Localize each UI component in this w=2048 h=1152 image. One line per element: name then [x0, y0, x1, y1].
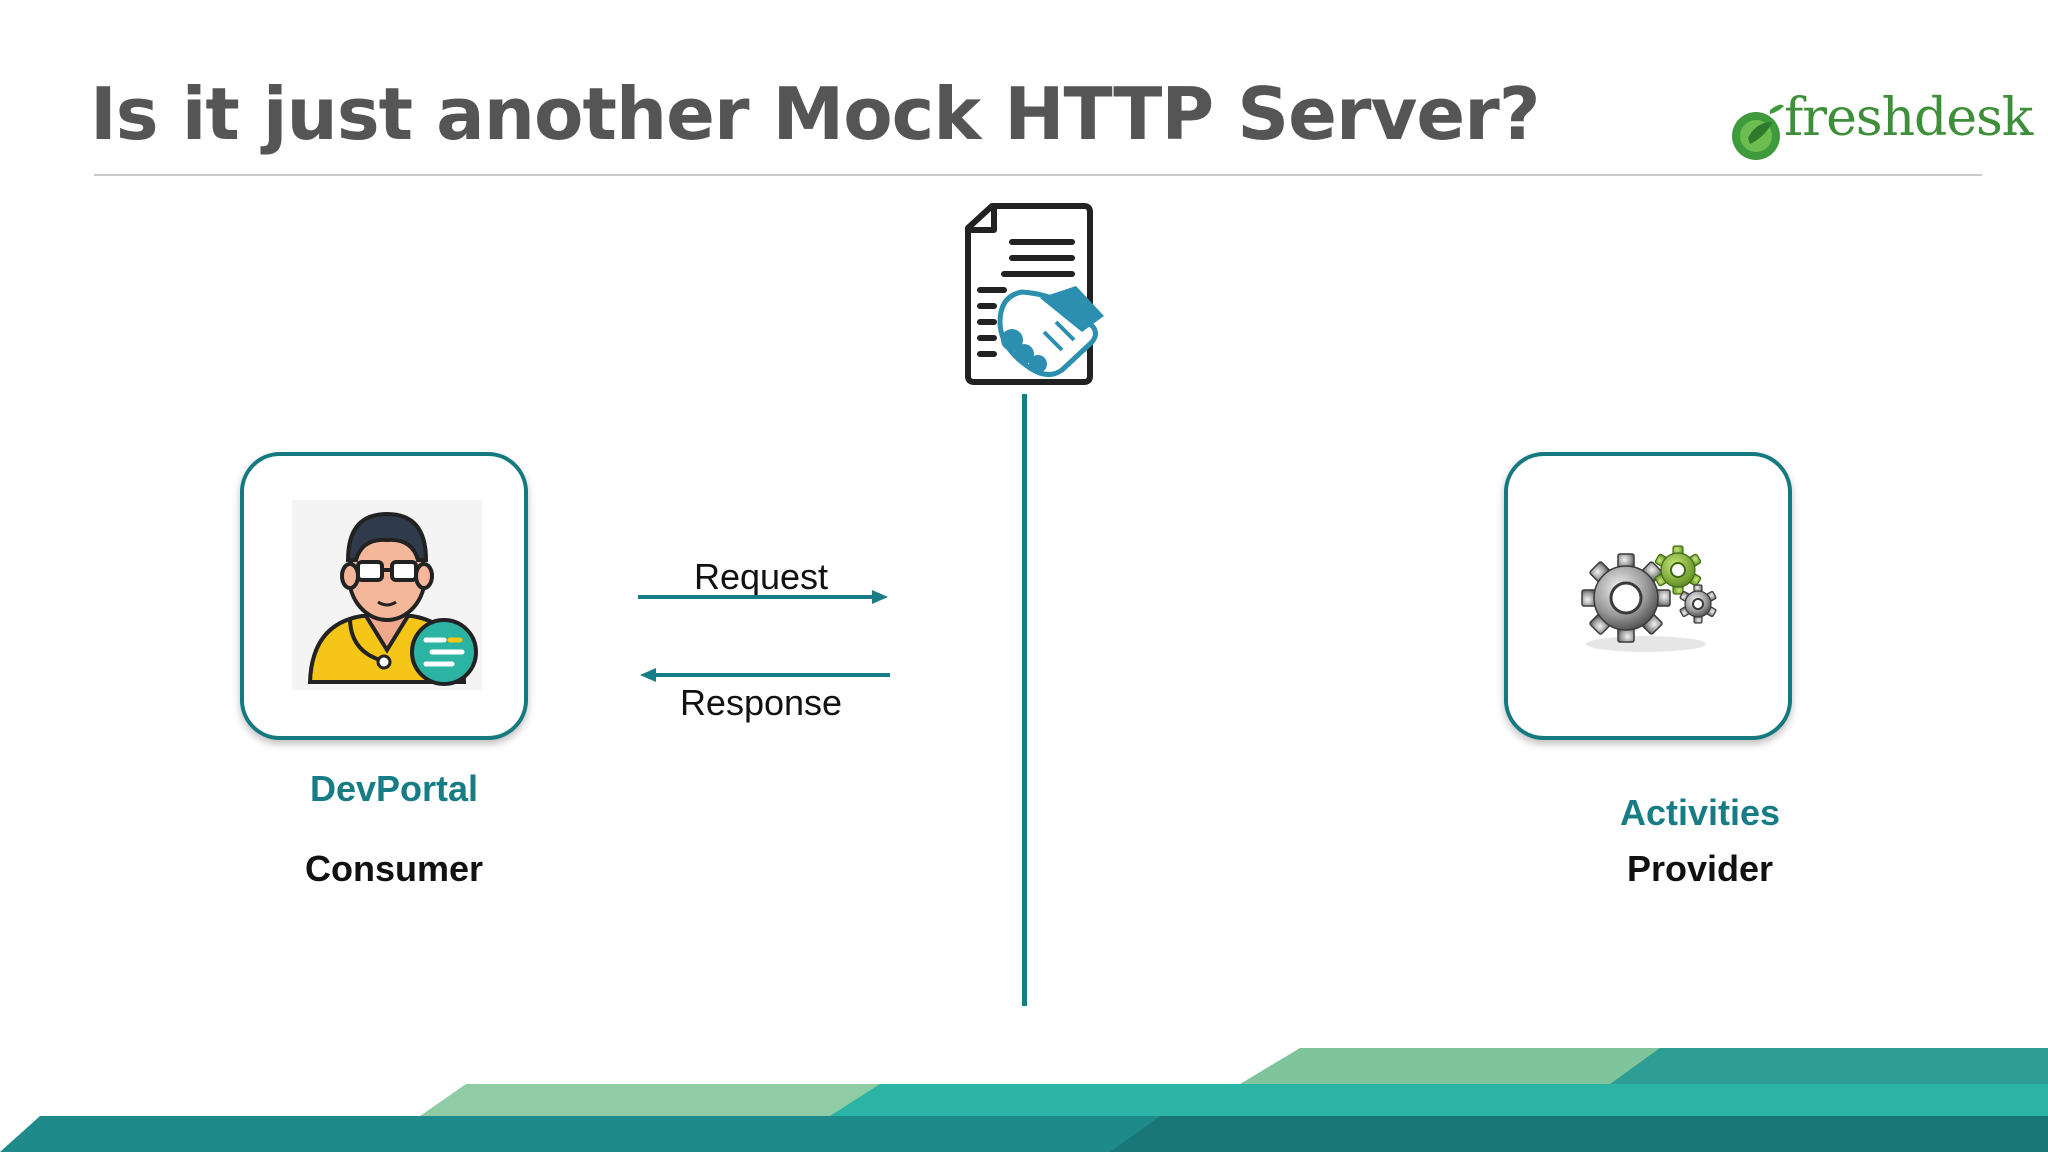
provider-name: Activities [1619, 792, 1781, 833]
consumer-box [240, 452, 528, 740]
provider-box [1504, 452, 1792, 740]
consumer-name: DevPortal [309, 768, 479, 809]
response-arrow [640, 668, 890, 682]
contract-handshake-icon [965, 203, 1104, 385]
footer-decoration [0, 1048, 2048, 1152]
gears-icon [1581, 545, 1717, 652]
slide-title: Is it just another Mock HTTP Server? [90, 72, 1540, 156]
response-label: Response [679, 682, 843, 723]
logo-leaf-icon [1732, 104, 1784, 160]
consumer-role: Consumer [304, 848, 484, 889]
request-label: Request [693, 556, 829, 597]
contract-divider-line [1022, 394, 1027, 1006]
logo-wordmark: freshdesk [1784, 88, 2033, 148]
title-divider [94, 174, 1982, 176]
freshdesk-logo: freshdesk [1726, 88, 2033, 172]
provider-role: Provider [1626, 848, 1774, 889]
request-arrow [638, 590, 888, 604]
developer-avatar-icon [292, 500, 482, 690]
